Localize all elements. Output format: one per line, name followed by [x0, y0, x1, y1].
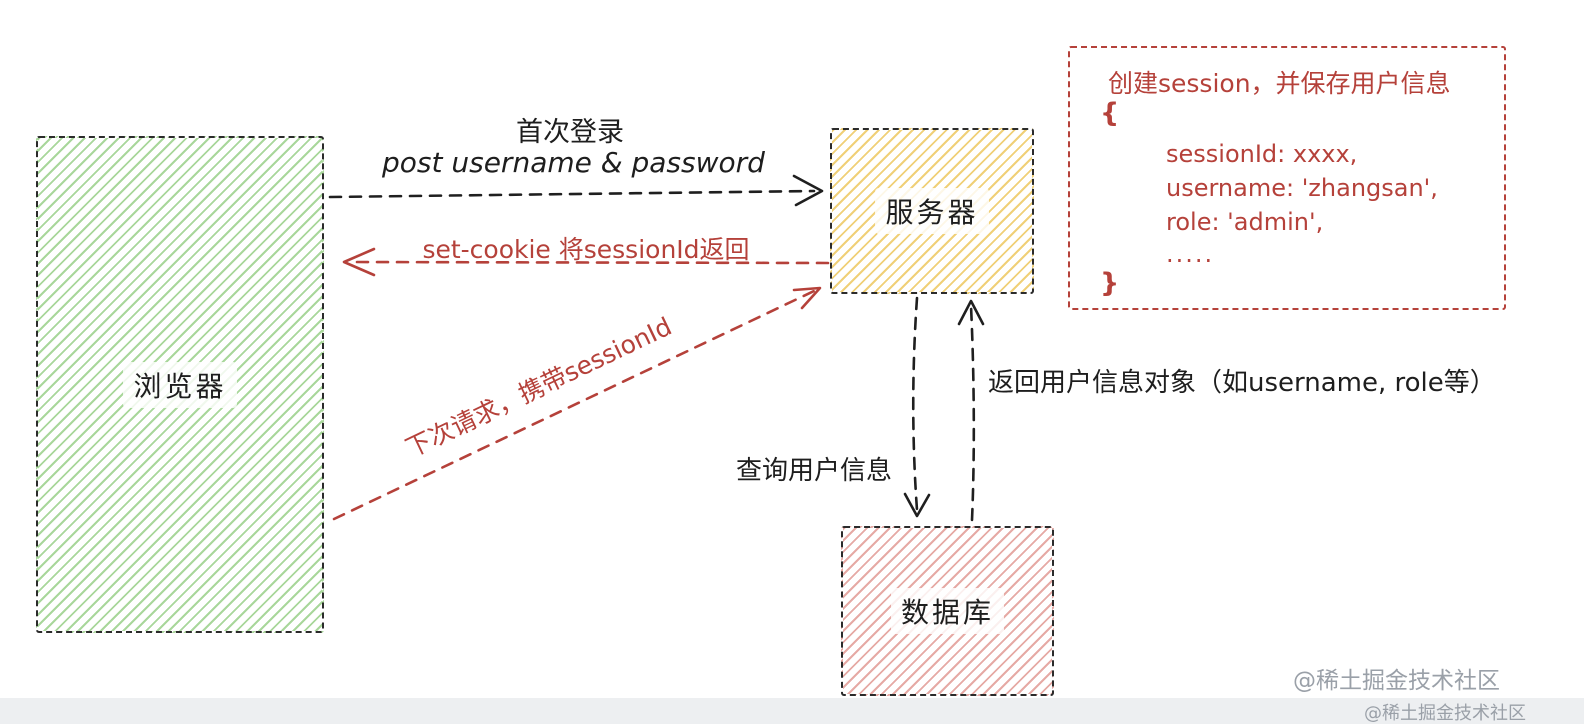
database-label: 数据库 [890, 588, 1004, 634]
session-note-title: 创建session，并保存用户信息 [1108, 69, 1451, 98]
arrow-return-user-head-icon [957, 299, 985, 326]
arrow-next-request-head-icon [792, 286, 822, 310]
server-label: 服务器 [875, 188, 989, 234]
arrow-next-request-line [332, 289, 816, 521]
return-user-label: 返回用户信息对象（如username, role等） [988, 368, 1496, 398]
session-note-line-sessionid: sessionId: xxxx, [1166, 140, 1358, 168]
node-database: 数据库 [841, 526, 1054, 696]
arrow-query-user [903, 296, 931, 518]
session-note-line-role: role: 'admin', [1166, 208, 1324, 236]
session-note-line-username: username: 'zhangsan', [1166, 174, 1438, 202]
arrow-return-user [957, 299, 985, 522]
arrow-next-request [332, 286, 822, 521]
arrow-login [328, 174, 824, 207]
browser-label: 浏览器 [123, 361, 237, 408]
arrow-login-head-icon [792, 174, 824, 207]
arrow-set-cookie-line [350, 260, 830, 265]
arrow-set-cookie [342, 247, 830, 277]
bottom-bar [0, 698, 1584, 724]
arrow-return-user-line [969, 304, 976, 522]
arrow-set-cookie-head-icon [342, 247, 376, 277]
session-note-brace-open: { [1100, 98, 1120, 129]
arrow-query-user-head-icon [903, 492, 931, 518]
login-label-line1: 首次登录 [516, 117, 624, 148]
session-note-brace-close: } [1100, 268, 1120, 299]
arrow-query-user-line [911, 296, 919, 512]
node-server: 服务器 [830, 128, 1034, 294]
session-note-line-ellipsis: ..... [1166, 240, 1215, 268]
node-browser: 浏览器 [36, 136, 324, 633]
session-note-box: 创建session，并保存用户信息 { sessionId: xxxx, use… [1068, 46, 1506, 310]
login-label-line2: post username & password [382, 146, 765, 179]
watermark-primary: @稀土掘金技术社区 [1293, 668, 1500, 694]
query-user-label: 查询用户信息 [736, 456, 893, 486]
set-cookie-label: set-cookie 将sessionId返回 [422, 235, 750, 264]
watermark-secondary: @稀土掘金技术社区 [1364, 703, 1526, 724]
arrow-login-line [328, 189, 816, 199]
